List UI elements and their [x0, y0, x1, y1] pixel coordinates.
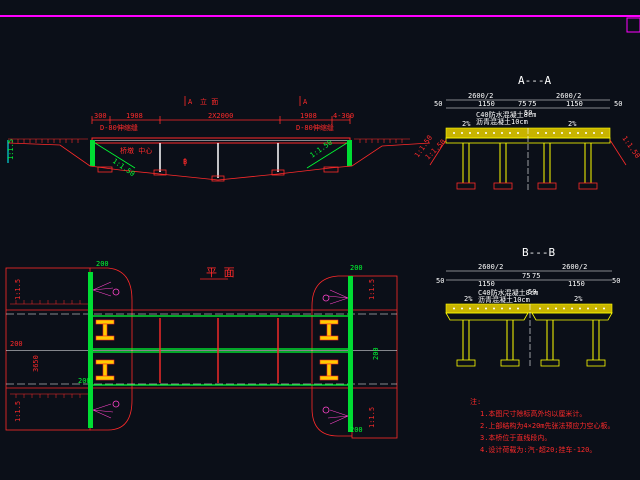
section-b-title: B---B — [522, 246, 555, 259]
sb-dim-1: 1150 — [478, 280, 495, 288]
elevation-section-mark-right: A — [303, 98, 308, 106]
sa-slope-left: 2% — [462, 120, 471, 128]
sb-layer2: 沥青混凝土10cm — [478, 295, 530, 304]
plan-slope-a: 1:1.5 — [14, 279, 22, 300]
note-1: 1.本图尺寸除标高外均以厘米计。 — [480, 409, 586, 418]
elevation-view: 立 面 A A 300 1908 2X2000 1908 4-300 D-80伸… — [7, 96, 447, 182]
plan-dim-bottom-right: 200 — [350, 426, 363, 434]
elevation-section-mark: A — [188, 98, 193, 106]
sa-dim-1: 1150 — [478, 100, 495, 108]
sb-dim-top-1: 2600/2 — [562, 263, 587, 271]
elevation-title: 立 面 — [200, 97, 218, 106]
right-abutment — [347, 140, 352, 166]
plan-view: 平 面 — [5, 260, 398, 439]
plan-slope-b: 1:1.5 — [14, 401, 22, 422]
sa-dim-3: 75 — [528, 100, 536, 108]
note-2: 2.上部结构为4×20m先张法预应力空心板。 — [480, 421, 615, 430]
section-a-title: A---A — [518, 74, 551, 87]
sa-dim-0: 50 — [434, 100, 442, 108]
plan-piers — [159, 318, 279, 383]
elev-slope-left: 1:1.5 — [7, 139, 15, 160]
sa-dim-top-1: 2600/2 — [556, 92, 581, 100]
notes-heading: 注: — [470, 397, 481, 406]
elev-expansion-right: D-80伸缩缝 — [296, 123, 334, 132]
sb-slope-right: 2% — [574, 295, 583, 303]
sa-dim-5: 50 — [614, 100, 622, 108]
elev-dim-4: 4-300 — [333, 112, 354, 120]
ground-line — [7, 142, 431, 181]
plan-abutment-blocks — [95, 319, 339, 381]
sa-dim-2: 75 — [518, 100, 526, 108]
section-b-view: B---B 2600/2 2600/2 50 1150 75 75 1150 5… — [436, 246, 620, 368]
sa-slope-right: 2% — [568, 120, 577, 128]
sb-dim-2: 75 — [522, 272, 530, 280]
plan-dim-left-mid: 200 — [10, 340, 23, 348]
elev-dim-0: 300 — [94, 112, 107, 120]
sa-side-slope-right: 1:1.50 — [620, 135, 640, 160]
plan-title: 平 面 — [206, 266, 235, 279]
plan-slope-d: 1:1.5 — [368, 407, 376, 428]
sa-dim-top-0: 2600/2 — [468, 92, 493, 100]
sb-dim-4: 1150 — [568, 280, 585, 288]
elev-expansion-left: D-80伸缩缝 — [100, 123, 138, 132]
elev-dim-3: 1908 — [300, 112, 317, 120]
sb-dim-3: 75 — [532, 272, 540, 280]
sb-piers — [462, 320, 600, 360]
elev-center-note: 桥墩 中心 — [120, 146, 152, 155]
plan-width-left: 3650 — [32, 355, 40, 372]
elev-slope-cone-left: 1:1.50 — [111, 157, 136, 178]
elev-slope-cone-right: 1:1.50 — [309, 139, 334, 160]
sb-layer1: C40防水混凝土8cm — [478, 288, 538, 297]
title-block-corner — [626, 17, 640, 33]
section-a-view: A---A 2600/2 2600/2 50 1150 75 75 1150 5… — [413, 74, 640, 190]
sb-center: 50 — [528, 288, 536, 296]
plan-slope-c: 1:1.5 — [368, 279, 376, 300]
sa-center: 50 — [524, 109, 532, 117]
left-abutment — [90, 140, 95, 166]
notes-block: 注: 1.本图尺寸除标高外均以厘米计。 2.上部结构为4×20m先张法预应力空心… — [470, 397, 615, 454]
sb-slope-left: 2% — [464, 295, 473, 303]
sa-piers — [462, 143, 592, 183]
elev-dim-1: 1908 — [126, 112, 143, 120]
sb-deck-slab — [445, 303, 613, 314]
sb-dim-5: 50 — [612, 277, 620, 285]
sb-dim-top-0: 2600/2 — [478, 263, 503, 271]
plan-dim-top: 200 — [96, 260, 109, 268]
sa-dim-4: 1150 — [566, 100, 583, 108]
elev-dim-2: 2X2000 — [208, 112, 233, 120]
plan-dim-top-right: 200 — [350, 264, 363, 272]
note-3: 3.本桥位于直线段内。 — [480, 433, 551, 442]
sa-layer2: 沥青混凝土10cm — [476, 117, 528, 126]
sb-dim-0: 50 — [436, 277, 444, 285]
plan-width-right: 200 — [372, 347, 380, 360]
plan-dim-bottom: 200 — [78, 377, 91, 385]
sa-layer1: C40防水混凝土8cm — [476, 110, 536, 119]
note-4: 4.设计荷载为:汽-超20;挂车-120。 — [480, 445, 596, 454]
elevation-piers — [159, 143, 279, 178]
